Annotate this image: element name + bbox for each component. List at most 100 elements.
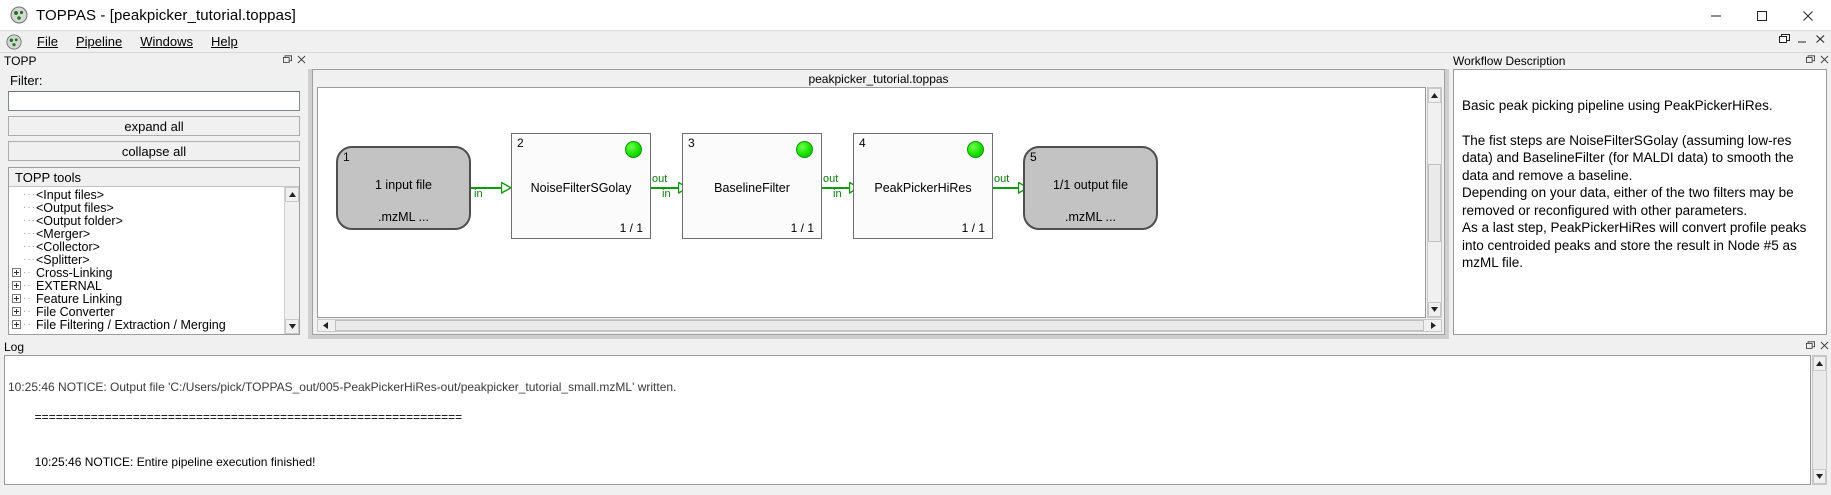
tree-item-collector[interactable]: ··· <Collector> (9, 240, 299, 254)
canvas-scroll-right-icon[interactable] (1426, 320, 1441, 331)
workflow-description-close-icon[interactable] (1817, 55, 1831, 67)
maximize-button[interactable] (1739, 0, 1785, 31)
filter-input[interactable] (8, 91, 300, 111)
expand-plus-icon[interactable] (9, 320, 23, 329)
log-dock-close-icon[interactable] (1817, 341, 1831, 353)
tree-item-external[interactable]: ·· EXTERNAL (9, 279, 299, 293)
node-progress-count: 1 / 1 (619, 221, 643, 235)
canvas-hscroll-thumb[interactable] (335, 320, 1424, 331)
menu-pipeline-label: Pipeline (75, 34, 123, 49)
node-tool-name: NoiseFilterSGolay (530, 181, 632, 195)
tree-connector: ·· (23, 293, 32, 304)
pipeline-node-5[interactable]: 5 1/1 output file .mzML ... (1023, 146, 1158, 230)
port-out-label-2: out (652, 173, 668, 185)
node-tool-name: BaselineFilter (714, 181, 790, 195)
tree-item-output-folder[interactable]: ··· <Output folder> (9, 214, 299, 228)
close-button[interactable] (1785, 0, 1831, 31)
topp-tools-tree-body[interactable]: ··· <Input files> ··· <Output files> ···… (9, 187, 299, 334)
expand-all-button[interactable]: expand all (8, 116, 300, 136)
tree-item-file-converter[interactable]: ·· File Converter (9, 305, 299, 319)
tree-item-file-filtering[interactable]: ·· File Filtering / Extraction / Merging (9, 317, 299, 332)
tree-connector: ··· (23, 254, 36, 265)
tree-item-merger[interactable]: ··· <Merger> (9, 226, 299, 241)
menu-help[interactable]: Help (202, 32, 247, 51)
port-in-label-3: in (662, 188, 671, 200)
node-input-ext-label: .mzML ... (378, 210, 429, 224)
tree-item-splitter[interactable]: ··· <Splitter> (9, 253, 299, 267)
log-line-2: ========================================… (34, 410, 463, 424)
log-scroll-up-icon[interactable] (1813, 356, 1826, 371)
tree-item-output-files[interactable]: ··· <Output files> (9, 201, 299, 215)
tree-connector: ·· (23, 267, 32, 278)
collapse-all-button[interactable]: collapse all (8, 141, 300, 161)
tree-connector: ··· (23, 241, 36, 252)
mdi-area: peakpicker_tutorial.toppas 1 1 input fil… (308, 69, 1449, 339)
canvas-scroll-up-icon[interactable] (1428, 88, 1441, 103)
desc-top-gap (1462, 80, 1818, 97)
mdi-close-button[interactable] (1812, 34, 1829, 50)
topp-tools-scrollbar[interactable] (284, 187, 299, 334)
minimize-button[interactable] (1693, 0, 1739, 31)
main-pane-row: TOPP Filter: expand all collapse all TOP… (0, 53, 1831, 339)
log-text-area[interactable]: 10:25:46 NOTICE: Output file 'C:/Users/p… (4, 355, 1811, 485)
canvas-scroll-track-bottom[interactable] (1428, 241, 1441, 302)
tree-connector: ··· (23, 202, 36, 213)
tree-item-label: <Merger> (36, 226, 91, 241)
workflow-description-float-icon[interactable] (1803, 55, 1817, 67)
tree-connector: ·· (23, 306, 32, 317)
node-progress-count: 1 / 1 (790, 221, 814, 235)
log-body: 10:25:46 NOTICE: Output file 'C:/Users/p… (4, 355, 1827, 485)
canvas-scroll-left-icon[interactable] (318, 320, 333, 331)
tree-item-label: File Filtering / Extraction / Merging (36, 317, 226, 332)
edge-4-to-5 (993, 187, 1021, 189)
expand-plus-icon[interactable] (9, 281, 23, 290)
menu-windows[interactable]: Windows (131, 32, 202, 51)
scroll-track[interactable] (285, 202, 299, 319)
menu-bar: File Pipeline Windows Help (0, 31, 1831, 53)
expand-plus-icon[interactable] (9, 294, 23, 303)
workflow-description-paragraph-2: The fist steps are NoiseFilterSGolay (as… (1462, 132, 1807, 271)
tree-item-label: Cross-Linking (36, 265, 113, 280)
mdi-minimize-button[interactable] (1794, 34, 1811, 50)
node-number: 2 (517, 136, 524, 150)
pipeline-node-1[interactable]: 1 1 input file .mzML ... (336, 146, 471, 230)
mdi-window-controls (1776, 34, 1829, 50)
node-status-led-icon (796, 141, 813, 158)
menu-pipeline[interactable]: Pipeline (67, 32, 131, 51)
canvas-scroll-track-top[interactable] (1428, 103, 1441, 164)
tree-item-cross-linking[interactable]: ·· Cross-Linking (9, 265, 299, 280)
scroll-down-arrow-icon[interactable] (285, 319, 299, 334)
log-scroll-thumb[interactable] (1813, 371, 1826, 469)
tree-item-input-files[interactable]: ··· <Input files> (9, 187, 299, 202)
canvas-vertical-scrollbar[interactable] (1427, 87, 1442, 318)
workflow-description-text[interactable]: Basic peak picking pipeline using PeakPi… (1453, 69, 1827, 335)
log-dock-float-icon[interactable] (1803, 341, 1817, 353)
tree-item-feature-linking[interactable]: ·· Feature Linking (9, 291, 299, 306)
mdi-restore-button[interactable] (1776, 34, 1793, 50)
log-scroll-down-icon[interactable] (1813, 469, 1826, 484)
log-vertical-scrollbar[interactable] (1812, 355, 1827, 485)
menu-windows-label: Windows (140, 34, 193, 49)
pipeline-node-4[interactable]: 4 PeakPickerHiRes 1 / 1 (853, 133, 993, 239)
canvas-scroll-thumb[interactable] (1428, 163, 1441, 242)
tree-item-label: <Input files> (36, 187, 105, 202)
scroll-up-arrow-icon[interactable] (285, 187, 299, 202)
canvas-scroll-down-icon[interactable] (1428, 302, 1441, 317)
port-out-label-4: out (994, 173, 1010, 185)
pipeline-canvas[interactable]: 1 1 input file .mzML ... in (317, 87, 1426, 318)
topp-tools-tree-header: TOPP tools (9, 168, 299, 187)
canvas-horizontal-scrollbar[interactable] (317, 319, 1442, 332)
pipeline-node-3[interactable]: 3 BaselineFilter 1 / 1 (682, 133, 822, 239)
tree-item-label: Feature Linking (36, 291, 123, 306)
expand-plus-icon[interactable] (9, 307, 23, 316)
expand-plus-icon[interactable] (9, 268, 23, 277)
topp-dock-close-icon[interactable] (294, 55, 308, 67)
menu-file[interactable]: File (28, 32, 67, 51)
node-number: 4 (859, 136, 866, 150)
pipeline-node-2[interactable]: 2 NoiseFilterSGolay 1 / 1 (511, 133, 651, 239)
menu-file-label: File (37, 34, 58, 49)
workflow-description-title: Workflow Description (1453, 54, 1566, 68)
log-dock-header: Log (0, 339, 1831, 355)
topp-dock-float-icon[interactable] (280, 55, 294, 67)
node-number: 3 (688, 136, 695, 150)
